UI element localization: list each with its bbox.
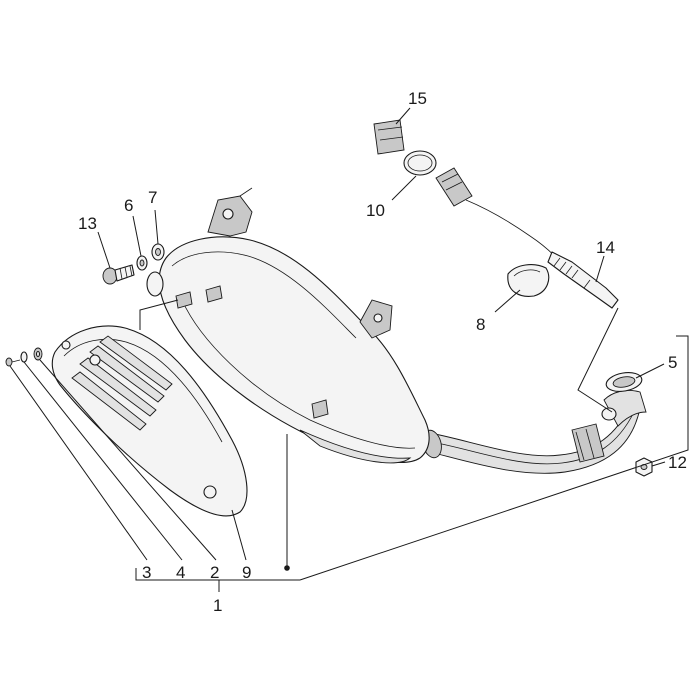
callout-8: 8 (476, 315, 485, 334)
callout-7: 7 (148, 188, 157, 207)
callout-10: 10 (366, 201, 385, 220)
gasket-5 (605, 372, 643, 392)
callout-1: 1 (213, 596, 222, 615)
callout-2: 2 (210, 563, 219, 582)
cable-tie-10 (403, 150, 437, 176)
cable-holder-8 (507, 264, 550, 297)
lambda-sensor-14 (435, 167, 619, 309)
leader-lines (9, 107, 689, 592)
exhaust-pipe (422, 389, 647, 474)
callout-15: 15 (408, 89, 427, 108)
screw-3 (5, 357, 21, 367)
callout-labels: 13 6 7 15 10 14 8 5 12 3 4 2 9 1 (78, 89, 687, 615)
callout-5: 5 (668, 353, 677, 372)
callout-4: 4 (176, 563, 185, 582)
callout-9: 9 (242, 563, 251, 582)
callout-13: 13 (78, 214, 97, 233)
washer-2 (33, 347, 43, 361)
washer-4 (20, 351, 28, 363)
clip-15 (373, 119, 405, 155)
heat-shield (51, 325, 248, 517)
muffler-body (146, 187, 430, 464)
bolt-13 (102, 264, 135, 285)
callout-14: 14 (596, 238, 615, 257)
callout-12: 12 (668, 453, 687, 472)
washer-6 (136, 255, 148, 271)
callout-6: 6 (124, 196, 133, 215)
callout-3: 3 (142, 563, 151, 582)
spacer-7 (151, 243, 165, 261)
